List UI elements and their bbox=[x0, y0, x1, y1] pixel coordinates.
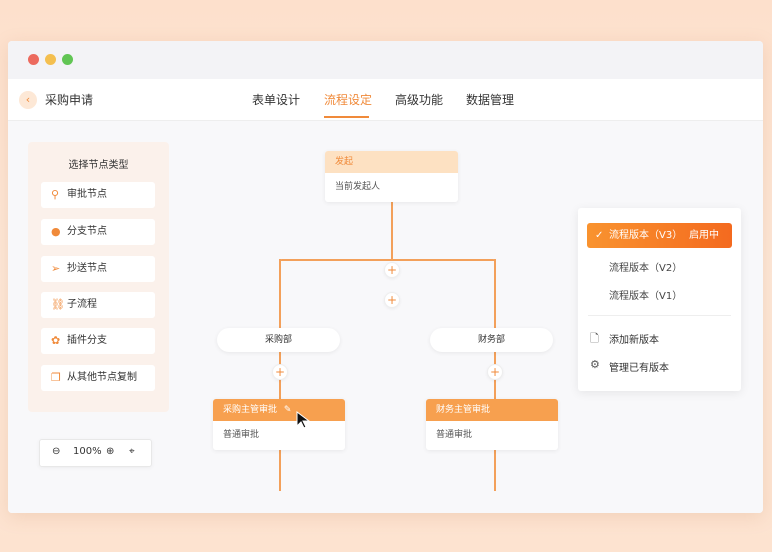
title-bar bbox=[8, 41, 763, 79]
add-version-button[interactable]: 添加新版本 bbox=[609, 335, 659, 346]
node-type-plugin-branch[interactable]: ✿ 插件分支 bbox=[41, 328, 155, 354]
tab-advanced[interactable]: 高级功能 bbox=[395, 93, 444, 107]
close-window-button[interactable] bbox=[28, 54, 39, 65]
status-badge: 启用中 bbox=[689, 230, 719, 241]
node-type-panel: 选择节点类型 ⚲ 审批节点 ● 分支节点 ➢ 抄送节点 ⛓ 子流程 ✿ 插件分支 bbox=[28, 142, 169, 412]
approval-node-body: 普通审批 bbox=[223, 430, 260, 440]
add-file-icon: 🗋 bbox=[590, 332, 599, 345]
node-type-label: 从其他节点复制 bbox=[67, 372, 137, 383]
node-type-label: 插件分支 bbox=[67, 335, 107, 346]
plus-icon: + bbox=[386, 263, 398, 277]
maximize-window-button[interactable] bbox=[62, 54, 73, 65]
start-node[interactable]: 发起 当前发起人 bbox=[325, 151, 458, 202]
node-type-approval[interactable]: ⚲ 审批节点 bbox=[41, 182, 155, 208]
branch-condition-finance[interactable]: 财务部 bbox=[430, 328, 553, 352]
check-icon: ✓ bbox=[595, 230, 604, 241]
approval-node-body: 普通审批 bbox=[436, 430, 473, 440]
branch-condition-procurement[interactable]: 采购部 bbox=[217, 328, 340, 352]
add-branch-button[interactable]: + bbox=[384, 292, 400, 308]
top-navbar: ‹ 采购申请 表单设计 流程设定 高级功能 数据管理 bbox=[8, 79, 763, 121]
app-window: ‹ 采购申请 表单设计 流程设定 高级功能 数据管理 选择节点类型 ⚲ 审批节点… bbox=[8, 41, 763, 513]
plus-icon: + bbox=[489, 365, 501, 379]
connector-line bbox=[280, 259, 495, 261]
version-item-active[interactable]: ✓ 流程版本（V3） 启用中 bbox=[587, 223, 732, 248]
approval-node-finance[interactable]: 财务主管审批 普通审批 bbox=[426, 399, 558, 450]
back-button[interactable]: ‹ bbox=[19, 91, 37, 109]
approval-node-title: 采购主管审批 ✎ bbox=[213, 399, 345, 421]
zoom-out-icon[interactable]: ⊖ bbox=[52, 446, 61, 457]
version-item[interactable]: 流程版本（V1） bbox=[609, 291, 683, 302]
divider bbox=[588, 315, 731, 316]
gear-icon: ⚙ bbox=[590, 358, 600, 371]
plus-icon: + bbox=[274, 365, 286, 379]
version-dropdown: ✓ 流程版本（V3） 启用中 流程版本（V2） 流程版本（V1） 🗋 添加新版本… bbox=[578, 208, 741, 391]
active-tab-indicator bbox=[324, 116, 369, 118]
branch-icon: ● bbox=[51, 225, 61, 238]
node-type-subprocess[interactable]: ⛓ 子流程 bbox=[41, 292, 155, 318]
chevron-left-icon: ‹ bbox=[25, 93, 31, 106]
send-icon: ➢ bbox=[51, 262, 61, 275]
copy-icon: ❐ bbox=[51, 371, 61, 384]
add-node-button[interactable]: + bbox=[487, 364, 503, 380]
plus-icon: + bbox=[386, 293, 398, 307]
add-node-button[interactable]: + bbox=[384, 262, 400, 278]
version-item[interactable]: 流程版本（V2） bbox=[609, 263, 683, 274]
node-type-label: 审批节点 bbox=[67, 189, 107, 200]
node-type-label: 子流程 bbox=[67, 299, 97, 310]
subprocess-icon: ⛓ bbox=[51, 298, 65, 311]
mouse-cursor-icon bbox=[296, 411, 311, 429]
node-type-copy[interactable]: ❐ 从其他节点复制 bbox=[41, 365, 155, 391]
plugin-icon: ✿ bbox=[51, 334, 61, 347]
node-panel-title: 选择节点类型 bbox=[68, 160, 129, 171]
page-title: 采购申请 bbox=[45, 93, 94, 107]
zoom-controls: ⊖ 100% ⊕ ⌖ bbox=[39, 439, 152, 467]
tab-process-settings[interactable]: 流程设定 bbox=[324, 93, 373, 107]
approval-icon: ⚲ bbox=[51, 188, 60, 201]
node-type-cc[interactable]: ➢ 抄送节点 bbox=[41, 256, 155, 282]
version-label: 流程版本（V3） bbox=[609, 230, 683, 241]
tab-data-management[interactable]: 数据管理 bbox=[466, 93, 515, 107]
connector-line bbox=[391, 193, 393, 261]
approval-node-title: 财务主管审批 bbox=[426, 399, 558, 421]
zoom-level: 100% bbox=[73, 446, 102, 457]
start-node-title: 发起 bbox=[325, 151, 458, 173]
manage-versions-button[interactable]: 管理已有版本 bbox=[609, 363, 669, 374]
node-type-label: 分支节点 bbox=[67, 226, 107, 237]
tab-form-design[interactable]: 表单设计 bbox=[252, 93, 301, 107]
flow-canvas[interactable]: 选择节点类型 ⚲ 审批节点 ● 分支节点 ➢ 抄送节点 ⛓ 子流程 ✿ 插件分支 bbox=[8, 121, 763, 513]
add-node-button[interactable]: + bbox=[272, 364, 288, 380]
approval-node-procurement[interactable]: 采购主管审批 ✎ 普通审批 bbox=[213, 399, 345, 450]
node-type-branch[interactable]: ● 分支节点 bbox=[41, 219, 155, 245]
node-type-label: 抄送节点 bbox=[67, 263, 107, 274]
start-node-body: 当前发起人 bbox=[335, 182, 381, 192]
zoom-in-icon[interactable]: ⊕ bbox=[106, 446, 115, 457]
edit-icon[interactable]: ✎ bbox=[283, 405, 292, 415]
fit-view-icon[interactable]: ⌖ bbox=[129, 446, 135, 457]
minimize-window-button[interactable] bbox=[45, 54, 56, 65]
